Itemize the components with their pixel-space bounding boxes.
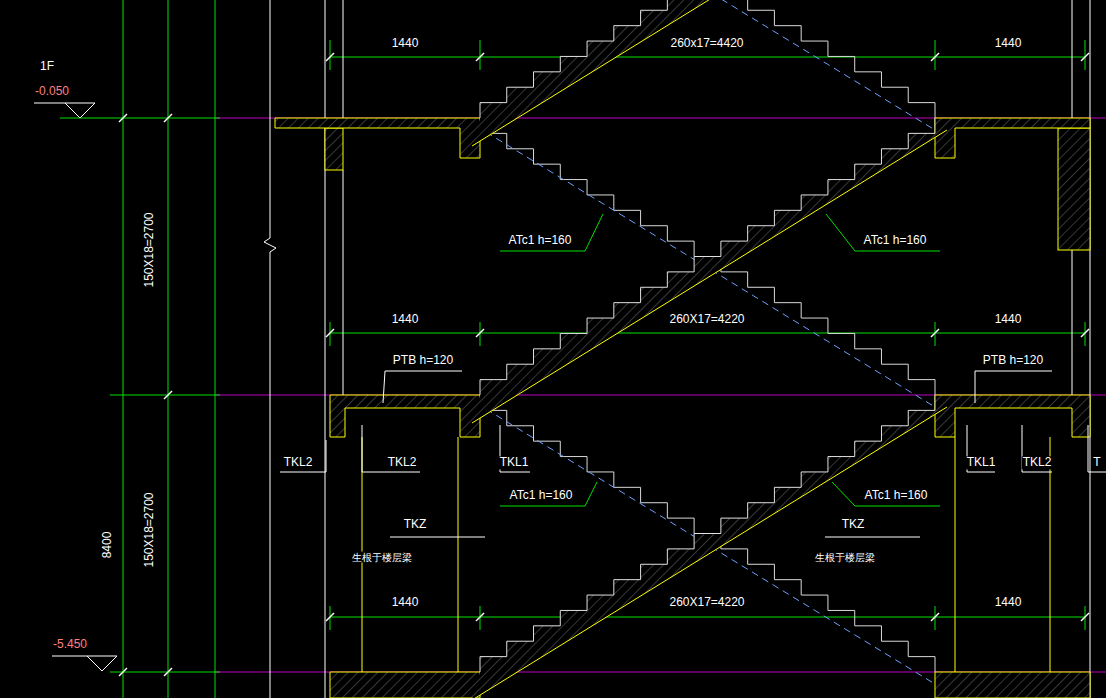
stair-flights [472,0,947,698]
annotation-text: 260x17=4420 [669,37,744,50]
annotation-text: TKZ [403,518,428,531]
dimension-ticks [119,53,1089,676]
annotation-text: PTB h=120 [392,354,454,367]
annotation-text: TKL1 [966,456,997,469]
flight-steps [480,118,935,395]
flight-soffit [472,407,947,698]
annotation-text: 1440 [391,596,420,609]
level-value: -5.450 [52,638,88,651]
level-value: -0.050 [34,85,70,98]
annotation-text: T [1092,456,1101,469]
annotation-text: TKL2 [387,456,418,469]
annotation-text: 1440 [994,596,1023,609]
flight-steps [480,395,935,672]
flight-soffit [472,130,947,423]
walls [325,0,1090,698]
annotation-text: TKL1 [499,456,530,469]
annotation-text: TKL2 [283,456,314,469]
leader-lines [280,371,1106,537]
annotation-text: 260X17=4220 [668,596,745,609]
annotation-text: 1F [39,60,55,73]
annotation-text: ATc1 h=160 [864,489,929,502]
flight-steps [480,0,935,118]
dimension-text: 150X18=2700 [143,491,156,568]
annotation-text: 生根于楼层梁 [351,552,413,563]
annotation-text: ATc1 h=160 [508,234,573,247]
annotation-text: ATc1 h=160 [509,489,574,502]
annotation-text: PTB h=120 [982,354,1044,367]
leader-lines [500,214,940,506]
annotation-text: 1440 [994,313,1023,326]
annotation-text: ATc1 h=160 [863,234,928,247]
flight-soffit-beyond [486,0,935,130]
dimension-lines [60,0,1085,698]
annotation-text: 1440 [391,313,420,326]
break-line [264,0,276,698]
flight-slab [472,118,947,423]
dimension-text: 150X18=2700 [143,211,156,288]
flight-steps-beyond [480,0,935,118]
flight-slab [472,0,947,146]
annotation-text: 260X17=4220 [668,313,745,326]
wall-stub [325,128,343,170]
wall-stub [1058,128,1090,250]
annotation-text: TKZ [841,518,866,531]
level-symbols [34,103,117,671]
annotation-text: 1440 [994,37,1023,50]
dimension-text: 8400 [101,531,114,560]
flight-soffit [472,0,947,146]
landing-slabs [275,118,1090,698]
level-lines [215,118,1106,672]
annotation-text: TKL2 [1022,456,1053,469]
annotation-text: 1440 [391,37,420,50]
annotation-text: 生根于楼层梁 [814,552,876,563]
flight-slab [472,395,947,698]
